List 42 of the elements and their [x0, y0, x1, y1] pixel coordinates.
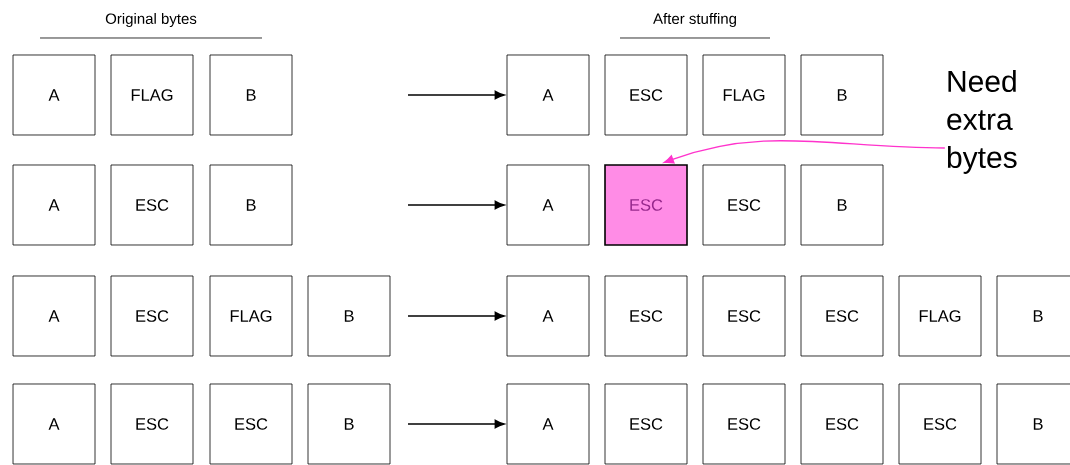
byte-box: A [506, 383, 590, 465]
arrow [407, 200, 505, 210]
byte-box: B [996, 275, 1070, 357]
byte-box: FLAG [209, 275, 293, 357]
byte-box: A [12, 54, 96, 136]
byte-box: FLAG [702, 54, 786, 136]
byte-box: FLAG [898, 275, 982, 357]
arrow [407, 311, 505, 321]
byte-box: ESC [604, 383, 688, 465]
highlighted-byte-box: ESC [604, 164, 688, 246]
arrow [407, 419, 505, 429]
byte-box: A [506, 54, 590, 136]
byte-box: A [506, 275, 590, 357]
byte-box: B [209, 164, 293, 246]
annotation-text: Need extra bytes [947, 70, 1017, 174]
byte-box: FLAG [110, 54, 194, 136]
byte-box: A [12, 383, 96, 465]
byte-box: ESC [702, 275, 786, 357]
byte-box: B [307, 383, 391, 465]
byte-box: ESC [702, 383, 786, 465]
byte-box: ESC [110, 275, 194, 357]
byte-box: B [800, 54, 884, 136]
column-heading: After stuffing [653, 13, 736, 27]
byte-box: ESC [898, 383, 982, 465]
byte-box: B [800, 164, 884, 246]
byte-box: B [996, 383, 1070, 465]
arrow [663, 139, 946, 164]
byte-box: ESC [110, 164, 194, 246]
byte-box: ESC [604, 54, 688, 136]
byte-box: A [12, 164, 96, 246]
byte-box: A [12, 275, 96, 357]
column-heading: Original bytes [105, 13, 197, 27]
byte-box: B [209, 54, 293, 136]
byte-box: B [307, 275, 391, 357]
byte-box: ESC [800, 383, 884, 465]
byte-box: A [506, 164, 590, 246]
byte-box: ESC [110, 383, 194, 465]
arrow [407, 90, 505, 100]
byte-box: ESC [702, 164, 786, 246]
byte-box: ESC [604, 275, 688, 357]
byte-box: ESC [209, 383, 293, 465]
byte-box: ESC [800, 275, 884, 357]
